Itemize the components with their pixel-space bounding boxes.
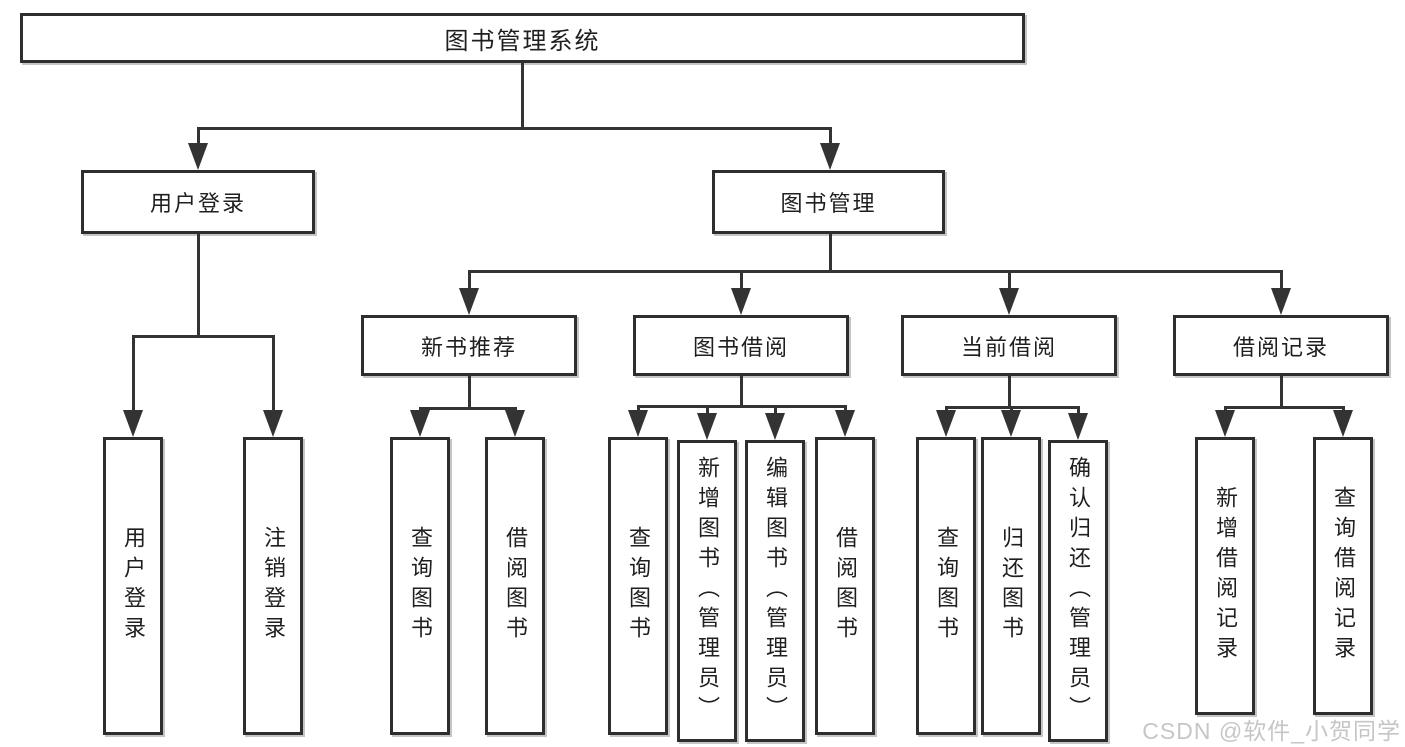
arrow-down-icon [731, 288, 751, 315]
leaf-add-book-admin: 新增图书（管理员） [677, 440, 737, 742]
leaf-query-borrow-record: 查询借阅记录 [1313, 437, 1373, 715]
arrow-down-icon [1333, 410, 1353, 437]
leaf-add-borrow-record-label: 新增借阅记录 [1213, 486, 1238, 666]
connector-hline [637, 405, 847, 408]
leaf-add-borrow-record: 新增借阅记录 [1195, 437, 1255, 715]
connector-vline [1008, 270, 1011, 290]
leaf-borrow-book-1-label: 借阅图书 [503, 526, 528, 646]
leaf-borrow-book-2-label: 借阅图书 [833, 526, 858, 646]
connector-vline [774, 405, 777, 415]
arrow-down-icon [188, 143, 208, 170]
node-borrow-record: 借阅记录 [1173, 315, 1389, 376]
node-book-borrow: 图书借阅 [633, 315, 849, 376]
connector-hline [197, 127, 832, 130]
csdn-watermark: CSDN @软件_小贺同学 [1142, 718, 1401, 744]
leaf-query-book-1-label: 查询图书 [408, 526, 433, 646]
node-user-login: 用户登录 [81, 170, 315, 234]
node-root-system: 图书管理系统 [20, 13, 1025, 63]
connector-vline [637, 405, 640, 413]
leaf-borrow-book-1: 借阅图书 [485, 437, 545, 735]
node-user-login-label: 用户登录 [149, 191, 246, 216]
connector-vline [945, 406, 948, 412]
arrow-down-icon [459, 288, 479, 315]
arrow-down-icon [697, 413, 717, 440]
connector-hline [419, 407, 517, 410]
node-book-management: 图书管理 [712, 170, 945, 234]
connector-vline [740, 376, 743, 405]
connector-vline [521, 63, 524, 127]
arrow-down-icon [628, 410, 648, 437]
arrow-down-icon [1271, 288, 1291, 315]
node-book-borrow-label: 图书借阅 [692, 334, 789, 360]
arrow-down-icon [505, 410, 525, 437]
leaf-borrow-book-2: 借阅图书 [815, 437, 875, 735]
connector-vline [1342, 406, 1345, 412]
leaf-user-login-label: 用户登录 [121, 526, 146, 646]
connector-vline [1010, 406, 1013, 412]
connector-vline [844, 405, 847, 413]
connector-vline [829, 234, 832, 273]
leaf-return-book-label: 归还图书 [999, 526, 1024, 646]
arrow-down-icon [123, 410, 143, 437]
arrow-down-icon [1068, 413, 1088, 440]
leaf-return-book: 归还图书 [981, 437, 1041, 735]
node-new-book-recommend-label: 新书推荐 [420, 334, 517, 360]
leaf-query-book-2-label: 查询图书 [626, 526, 651, 646]
connector-vline [829, 127, 832, 147]
connector-vline [706, 405, 709, 415]
connector-hline [468, 270, 1282, 273]
arrow-down-icon [936, 410, 956, 437]
arrow-down-icon [765, 413, 785, 440]
connector-vline [468, 270, 471, 290]
arrow-down-icon [1001, 410, 1021, 437]
leaf-confirm-return-admin: 确认归还（管理员） [1048, 440, 1108, 742]
leaf-query-book-3-label: 查询图书 [934, 526, 959, 646]
connector-vline [740, 270, 743, 290]
arrow-down-icon [835, 410, 855, 437]
leaf-logout: 注销登录 [243, 437, 303, 735]
arrow-down-icon [820, 143, 840, 170]
leaf-query-borrow-record-label: 查询借阅记录 [1331, 486, 1356, 666]
node-current-borrow-label: 当前借阅 [960, 334, 1057, 360]
leaf-user-login: 用户登录 [103, 437, 163, 735]
leaf-edit-book-admin: 编辑图书（管理员） [745, 440, 805, 742]
node-new-book-recommend: 新书推荐 [361, 315, 577, 376]
leaf-query-book-3: 查询图书 [916, 437, 976, 735]
connector-vline [132, 335, 135, 415]
arrow-down-icon [410, 410, 430, 437]
node-borrow-record-label: 借阅记录 [1232, 334, 1329, 360]
connector-vline [1224, 406, 1227, 412]
leaf-query-book-2: 查询图书 [608, 437, 668, 735]
connector-vline [197, 234, 200, 335]
leaf-add-book-admin-label: 新增图书（管理员） [695, 456, 720, 726]
node-book-management-label: 图书管理 [780, 191, 877, 216]
leaf-query-book-1: 查询图书 [390, 437, 450, 735]
connector-vline [1008, 376, 1011, 406]
connector-vline [1280, 376, 1283, 406]
connector-hline [1224, 406, 1343, 409]
node-root-label: 图书管理系统 [444, 27, 601, 55]
connector-vline [1280, 270, 1283, 290]
connector-vline [197, 127, 200, 147]
node-current-borrow: 当前借阅 [901, 315, 1117, 376]
arrow-down-icon [263, 410, 283, 437]
connector-vline [468, 376, 471, 407]
connector-vline [272, 335, 275, 415]
connector-vline [1077, 406, 1080, 415]
leaf-edit-book-admin-label: 编辑图书（管理员） [763, 456, 788, 726]
connector-hline [132, 335, 275, 338]
leaf-confirm-return-admin-label: 确认归还（管理员） [1066, 456, 1091, 726]
arrow-down-icon [1215, 410, 1235, 437]
leaf-logout-label: 注销登录 [261, 526, 286, 646]
arrow-down-icon [999, 288, 1019, 315]
